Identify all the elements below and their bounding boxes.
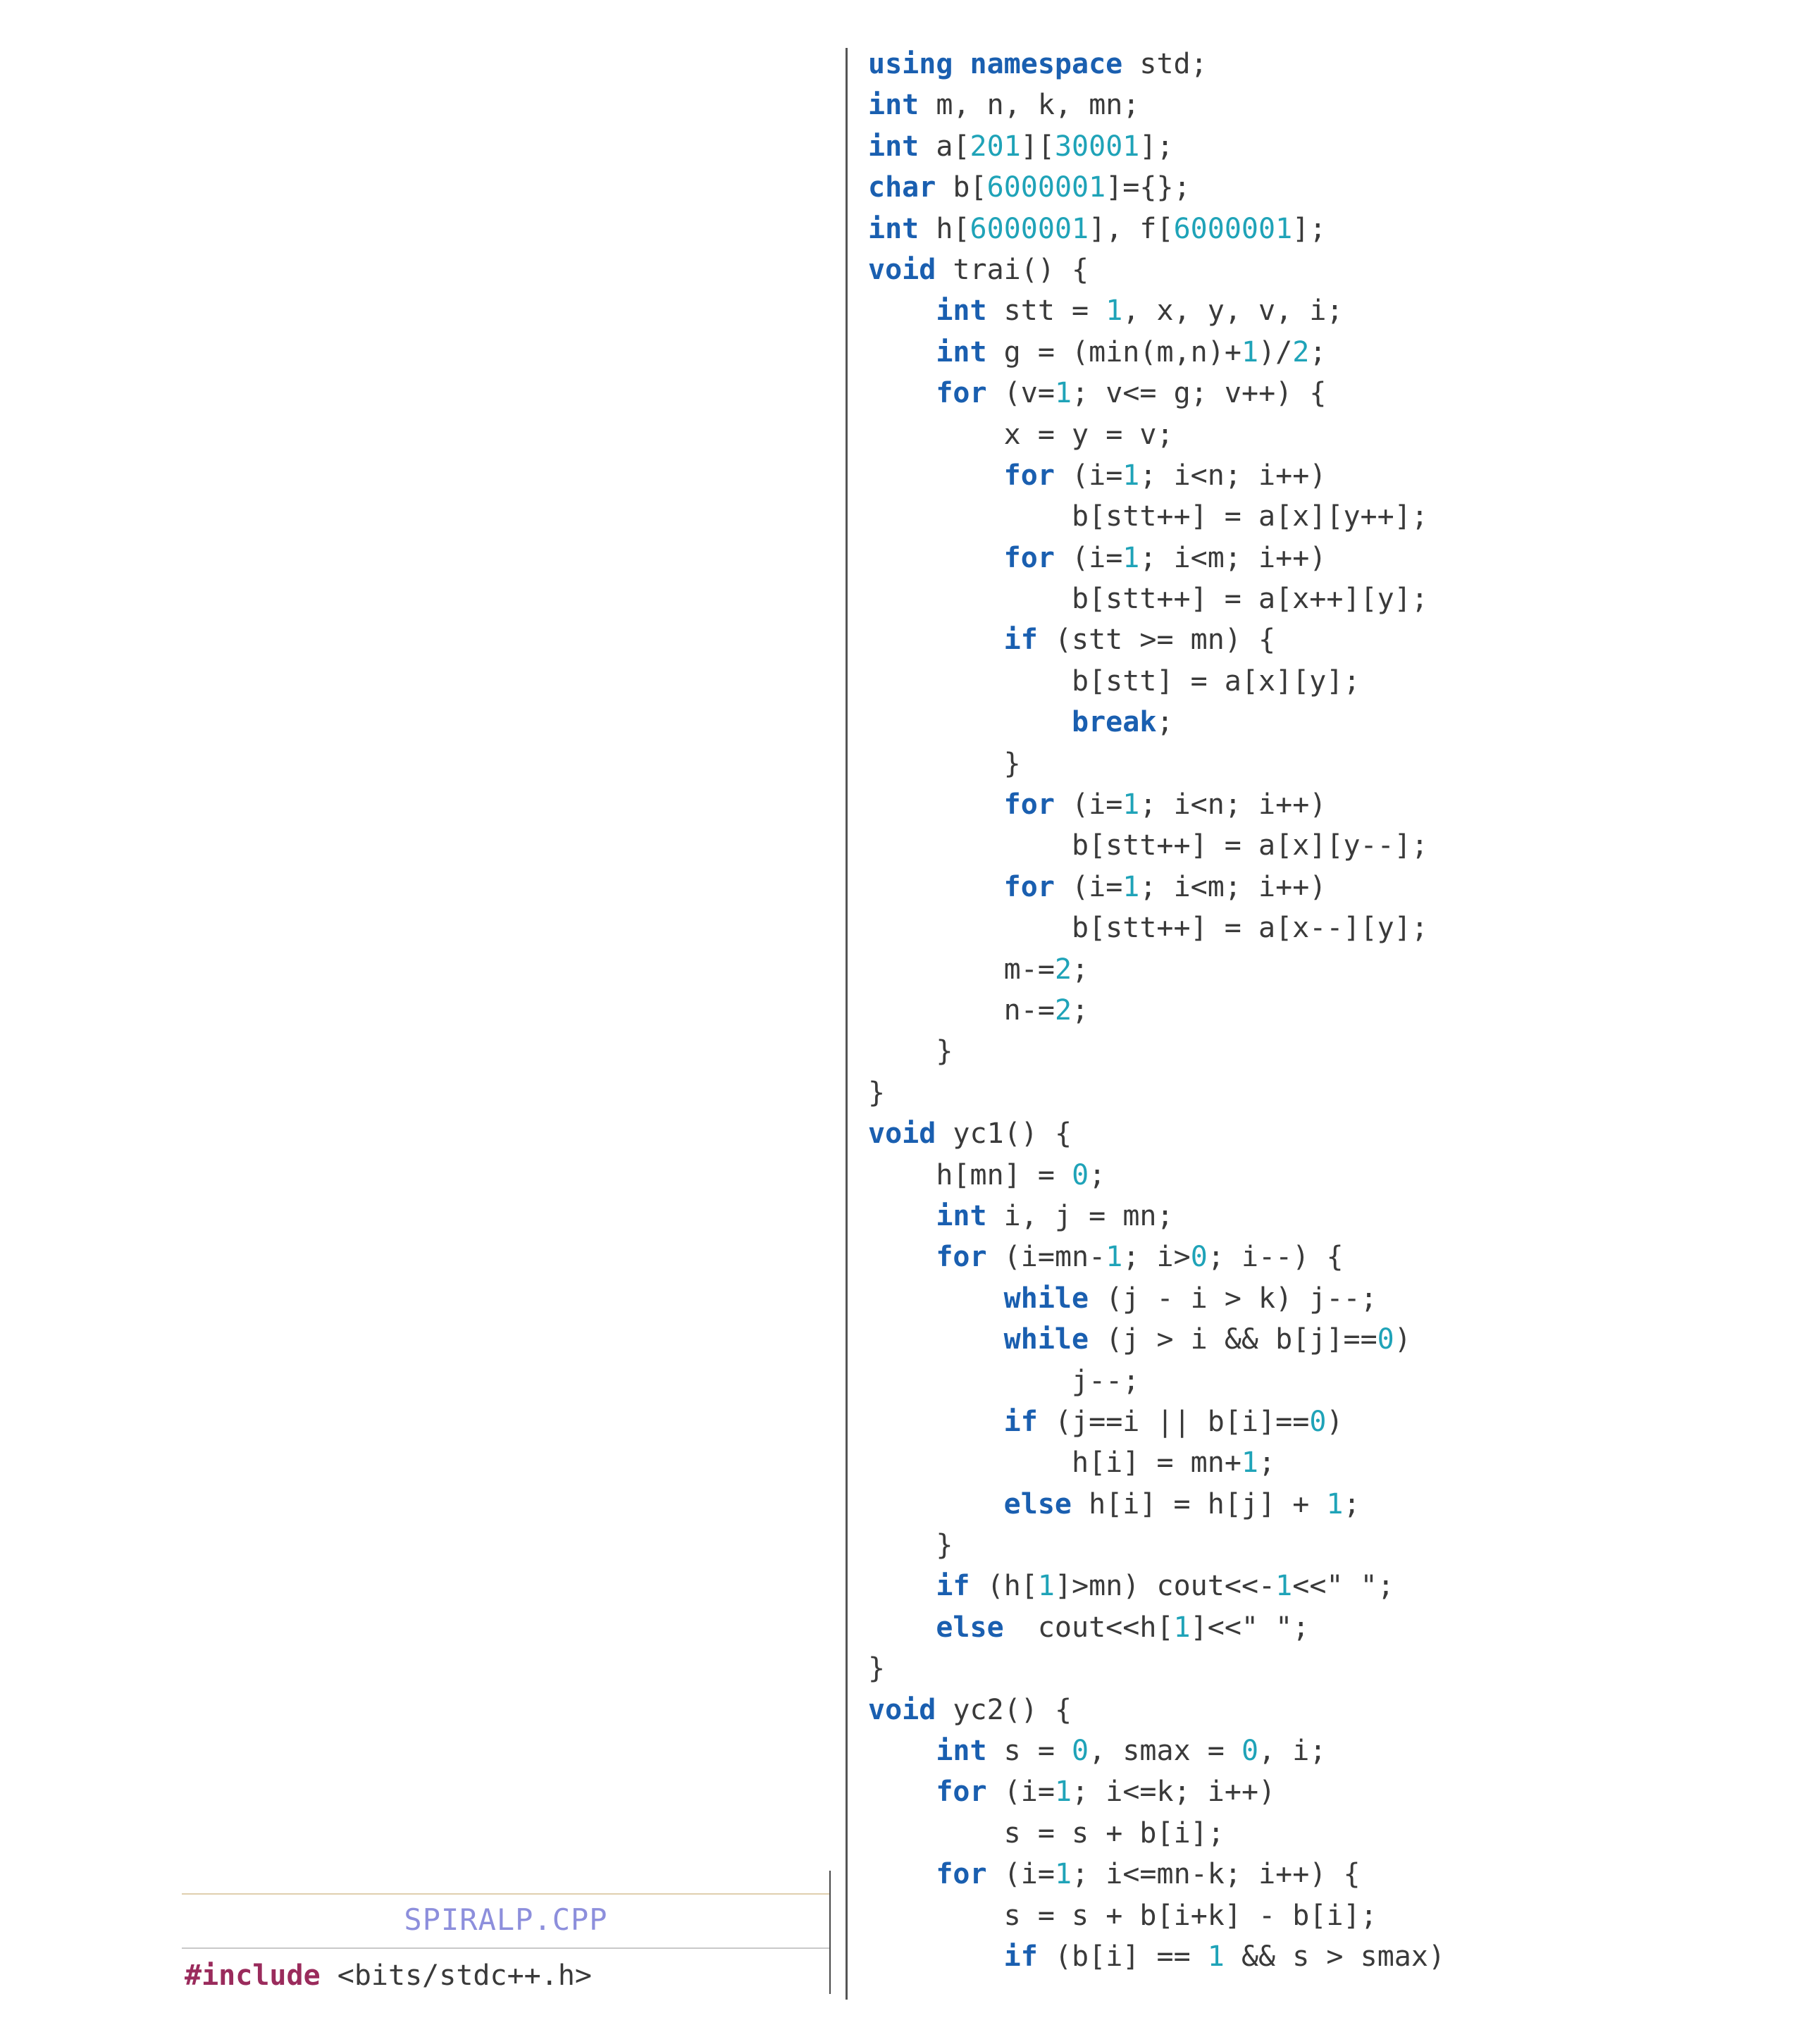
code-line: if (h[1]>mn) cout<<-1<<" "; [936, 1570, 1394, 1603]
code-line: } [868, 1652, 886, 1685]
code-line: for (i=1; i<=mn-k; i++) { [936, 1858, 1361, 1891]
code-line: int a[201][30001]; [868, 130, 1174, 163]
include-directive: #include [185, 1959, 321, 1992]
code-line: } [936, 1035, 953, 1068]
code-line: int m, n, k, mn; [868, 89, 1140, 122]
code-listing: using namespace std; int m, n, k, mn; int … [868, 44, 1445, 1977]
code-line: h[i] = mn+1; [1071, 1447, 1276, 1480]
code-line: char b[6000001]={}; [868, 171, 1191, 204]
code-line: j--; [1071, 1364, 1140, 1397]
code-line: s = s + b[i]; [1003, 1816, 1225, 1850]
code-line: b[stt++] = a[x++][y]; [1071, 583, 1428, 616]
code-line: for (i=1; i<m; i++) [1003, 870, 1327, 903]
code-line: break; [1071, 706, 1174, 739]
code-line: for (i=1; i<n; i++) [1003, 788, 1327, 822]
title-rule-top [182, 1893, 830, 1895]
code-line: while (j - i > k) j--; [1003, 1282, 1377, 1315]
code-line: m-=2; [1003, 953, 1089, 986]
left-column: SPIRALP.CPP #include <bits/stdc++.h> [0, 0, 831, 2044]
code-line: n-=2; [1003, 993, 1089, 1027]
code-line: } [1003, 747, 1021, 780]
code-line: b[stt++] = a[x][y++]; [1071, 500, 1428, 533]
file-title: SPIRALP.CPP [404, 1902, 608, 1937]
code-line: if (j==i || b[i]==0) [1003, 1405, 1344, 1438]
code-line: int s = 0, smax = 0, i; [936, 1735, 1327, 1768]
code-line: void trai() { [868, 253, 1089, 286]
code-line: b[stt++] = a[x][y--]; [1071, 829, 1428, 862]
code-line: for (i=mn-1; i>0; i--) { [936, 1241, 1344, 1274]
code-line: void yc2() { [868, 1693, 1072, 1726]
code-line: int h[6000001], f[6000001]; [868, 212, 1327, 245]
code-line: int g = (min(m,n)+1)/2; [936, 335, 1327, 368]
code-line: s = s + b[i+k] - b[i]; [1003, 1899, 1377, 1932]
code-line: int stt = 1, x, y, v, i; [936, 295, 1344, 328]
code-line: } [868, 1076, 886, 1109]
code-line: for (i=1; i<=k; i++) [936, 1776, 1276, 1809]
code-line: b[stt++] = a[x--][y]; [1071, 912, 1428, 945]
code-line: if (stt >= mn) { [1003, 624, 1276, 657]
code-line: else h[i] = h[j] + 1; [1003, 1487, 1361, 1520]
include-header: <bits/stdc++.h> [337, 1959, 592, 1992]
code-line: b[stt] = a[x][y]; [1071, 664, 1361, 698]
code-line: using namespace std; [868, 48, 1208, 80]
column-divider-right [846, 48, 848, 2000]
title-rule-bottom [182, 1947, 830, 1949]
code-line: for (i=1; i<m; i++) [1003, 541, 1327, 574]
code-line: int i, j = mn; [936, 1199, 1174, 1232]
code-line: x = y = v; [1003, 418, 1174, 451]
code-line: void yc1() { [868, 1117, 1072, 1151]
include-line: #include <bits/stdc++.h> [185, 1955, 592, 1996]
code-line: if (b[i] == 1 && s > smax) [1003, 1940, 1446, 1973]
column-divider-left [829, 1871, 831, 1994]
code-line: while (j > i && b[j]==0) [1003, 1323, 1411, 1356]
code-line: else cout<<h[1]<<" "; [936, 1611, 1310, 1644]
code-line: h[mn] = 0; [936, 1158, 1106, 1191]
code-line: } [936, 1529, 953, 1562]
code-line: for (v=1; v<= g; v++) { [936, 377, 1327, 410]
code-line: for (i=1; i<n; i++) [1003, 459, 1327, 492]
